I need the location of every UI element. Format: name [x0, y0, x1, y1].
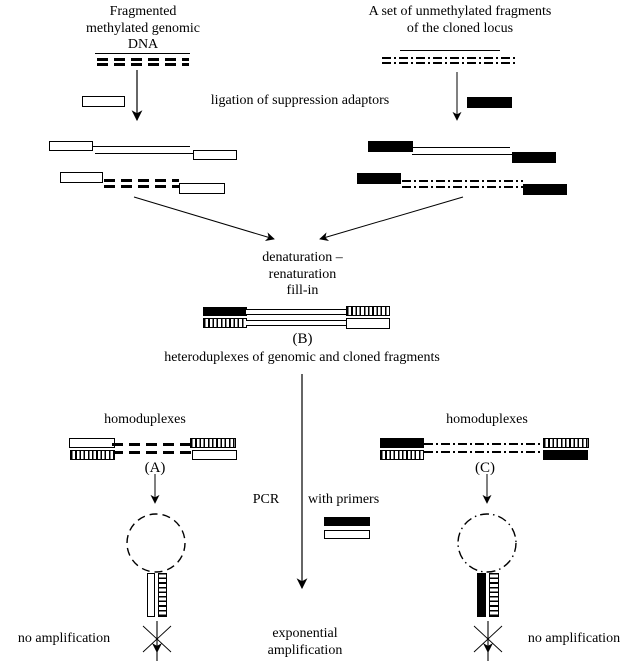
dna-strand-line	[400, 50, 500, 51]
no-amplification-left-label: no amplification	[17, 631, 111, 646]
denaturation-step-label: denaturation – renaturation fill-in	[262, 250, 343, 299]
exponential-amplification-label: exponential amplification	[267, 626, 343, 658]
dna-strand-line	[95, 53, 190, 54]
suppression-adaptor-black	[467, 97, 512, 108]
strand-line	[95, 153, 194, 154]
dashdot-strand	[402, 186, 523, 188]
right-homoduplexes-label: homoduplexes	[446, 412, 528, 427]
adaptor-black	[523, 184, 567, 195]
heteroduplex-b-label: (B)	[292, 331, 313, 347]
dna-dashdot-strand	[382, 62, 515, 64]
dashed-strand	[112, 451, 192, 454]
adaptor-black	[543, 450, 588, 460]
no-amplification-right-label: no amplification	[527, 631, 621, 646]
dashdot-strand	[424, 451, 543, 453]
strand-line	[93, 146, 190, 147]
dna-dashed-strand	[97, 58, 189, 61]
adaptor-open	[69, 438, 115, 448]
adaptor-open	[346, 318, 390, 329]
dashed-strand	[104, 185, 179, 188]
adaptor-open	[193, 150, 237, 160]
strand-bar	[246, 320, 347, 326]
adaptor-open	[192, 450, 237, 460]
adaptor-black	[357, 173, 401, 184]
primer-open	[324, 530, 370, 539]
adaptor-open	[60, 172, 103, 183]
adaptor-black	[203, 307, 247, 316]
stem-strand-black	[477, 573, 486, 617]
adaptor-black	[512, 152, 556, 163]
left-homoduplexes-label: homoduplexes	[104, 412, 186, 427]
adaptor-black	[368, 141, 413, 152]
ligation-step-label: ligation of suppression adaptors	[210, 93, 390, 108]
strand-bar	[246, 309, 347, 315]
no-amplification-cross-left	[142, 621, 172, 661]
stem-strand-open	[147, 573, 155, 617]
strand-line	[412, 154, 512, 155]
dna-dashdot-strand	[382, 57, 515, 59]
primer-black	[324, 517, 370, 526]
adaptor-open	[179, 183, 225, 194]
adaptor-hatched	[346, 306, 390, 316]
loop-circle-dashdot-right	[457, 513, 517, 573]
adaptor-open	[49, 141, 93, 151]
adaptor-hatched	[70, 450, 115, 460]
loop-circle-dashed-left	[126, 513, 186, 573]
dashed-strand	[104, 179, 179, 182]
no-amplification-cross-right	[473, 621, 503, 661]
dashdot-strand	[424, 443, 543, 445]
suppression-adaptor-open	[82, 96, 125, 107]
adaptor-hatched	[380, 450, 424, 460]
adaptor-black	[380, 438, 424, 448]
with-primers-label: with primers	[308, 492, 380, 507]
left-source-title: Fragmented methylated genomic DNA	[86, 4, 200, 53]
adaptor-hatched	[543, 438, 589, 448]
dna-dashed-strand	[97, 63, 189, 66]
dashdot-strand	[402, 180, 523, 182]
stem-strand-hatched	[489, 573, 499, 617]
dashed-strand	[112, 443, 192, 446]
arrow-right-converge	[319, 196, 464, 242]
strand-line	[413, 147, 510, 148]
adaptor-hatched	[203, 318, 247, 328]
right-source-title: A set of unmethylated fragments of the c…	[368, 4, 552, 36]
heteroduplex-caption: heteroduplexes of genomic and cloned fra…	[164, 350, 440, 365]
adaptor-hatched	[190, 438, 236, 448]
homoduplex-c-label: (C)	[475, 460, 495, 476]
arrow-left-converge	[133, 196, 275, 241]
homoduplex-a-label: (A)	[144, 460, 166, 476]
pcr-label: PCR	[252, 492, 280, 507]
stem-strand-hatched	[158, 573, 167, 617]
